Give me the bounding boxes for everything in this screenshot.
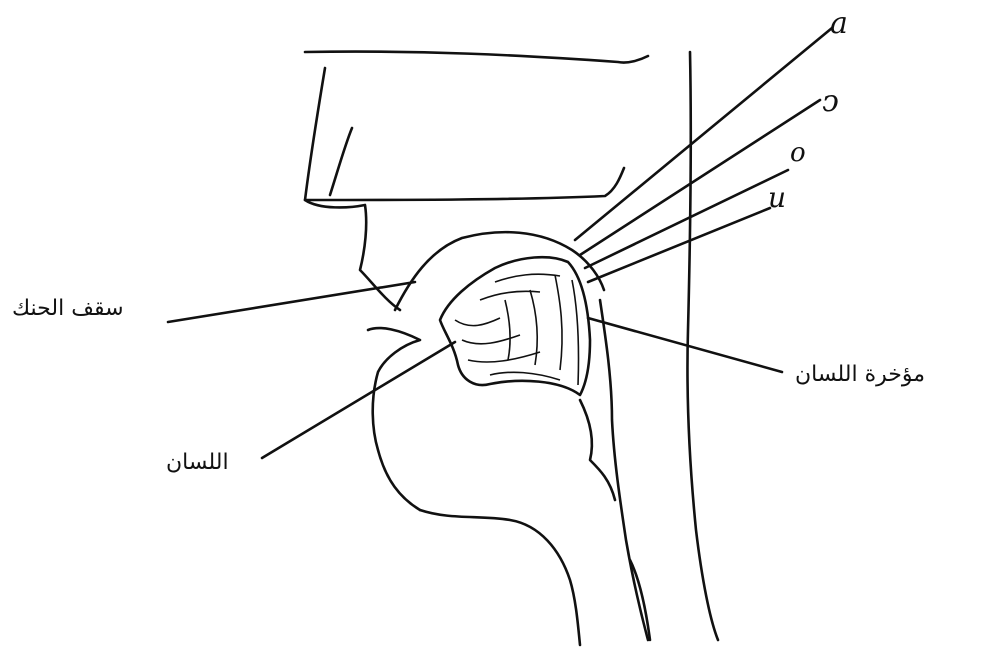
jaw-outline xyxy=(420,510,580,645)
tongue-back-label: مؤخرة اللسان xyxy=(795,362,925,387)
vowel-u-line xyxy=(588,208,770,282)
nasal-cavity-floor xyxy=(305,68,624,200)
tongue-label: اللسان xyxy=(166,450,229,475)
vowel-o-label: o xyxy=(790,138,806,168)
lower-lip-outline xyxy=(368,328,420,510)
vowel-a-label: a xyxy=(830,6,848,41)
tongue-outline xyxy=(440,257,590,395)
palate-outline xyxy=(395,232,604,310)
tongue-shading xyxy=(455,274,579,385)
tongue-leader xyxy=(262,342,455,458)
palate-label: سقف الحنك xyxy=(12,296,124,321)
nasal-inner-stroke xyxy=(330,128,352,195)
vowel-a-line xyxy=(575,28,832,240)
vowel-open-o-label: ͻ xyxy=(822,84,839,119)
tongue-back-leader xyxy=(588,318,782,372)
vowel-u-label: u xyxy=(768,181,786,214)
palate-leader xyxy=(168,282,415,322)
upper-lip-outline xyxy=(305,200,400,310)
vowel-open-o-line xyxy=(580,100,820,255)
epiglottis xyxy=(580,400,615,500)
nasal-cavity-outline xyxy=(305,52,648,63)
